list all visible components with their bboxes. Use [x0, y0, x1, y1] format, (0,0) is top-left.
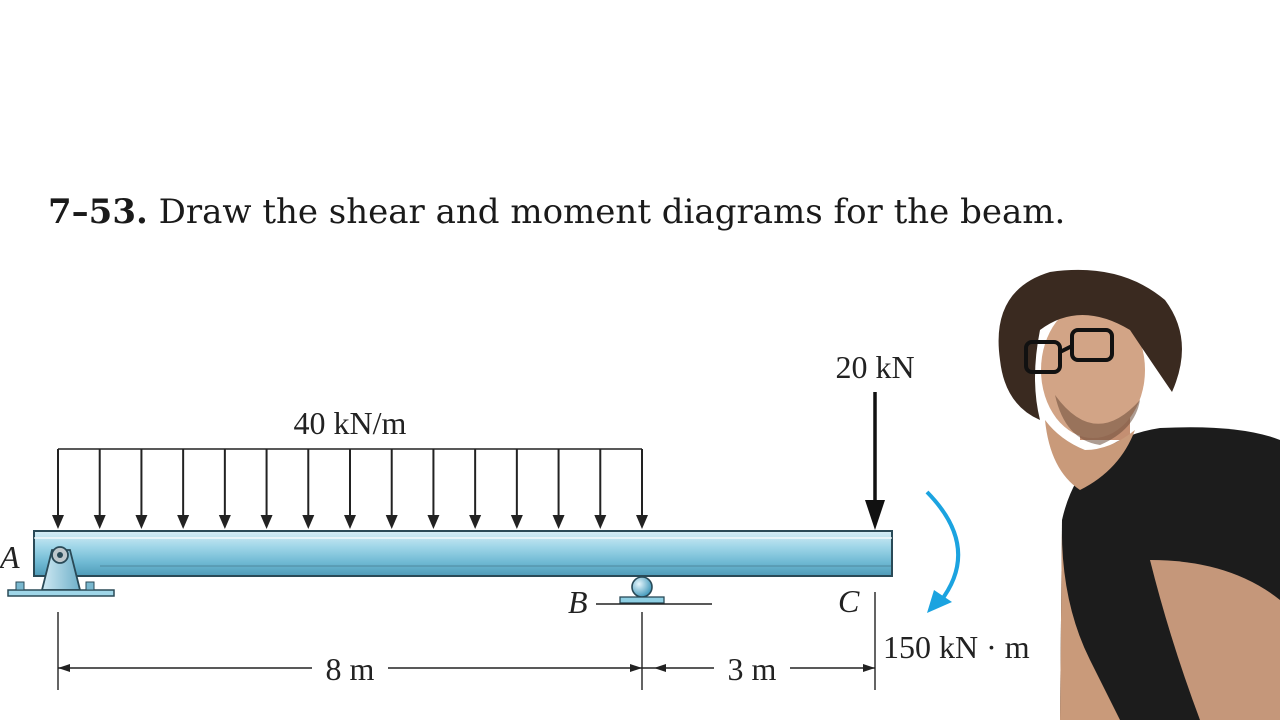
presenter-forearm: [1150, 560, 1280, 720]
point-load-arrowhead: [865, 500, 885, 530]
bolt-icon: [15, 581, 25, 591]
load-arrowhead-icon: [469, 515, 482, 529]
dimension-arrowhead-icon: [630, 664, 642, 672]
load-arrowhead-icon: [135, 515, 148, 529]
load-arrowhead-icon: [218, 515, 231, 529]
dimension-arrowhead-icon: [654, 664, 666, 672]
presenter-hand: [1045, 420, 1135, 490]
beam: [33, 530, 893, 577]
pin-base-plate: [7, 589, 115, 597]
span-ab-label: 8 m: [326, 651, 375, 687]
point-c: C: [838, 583, 860, 619]
presenter-face: [1041, 302, 1145, 438]
distributed-load-label: 40 kN/m: [294, 405, 407, 441]
roller-base-plate: [619, 596, 665, 604]
problem-number: 7–53.: [48, 192, 148, 232]
bolt-icon: [85, 581, 95, 591]
glasses-icon: [1024, 328, 1114, 374]
roller-icon: [631, 576, 653, 598]
load-arrowhead-icon: [52, 515, 64, 529]
dimension-arrowhead-icon: [58, 664, 70, 672]
point-b-label: B: [568, 584, 588, 620]
problem-text: Draw the shear and moment diagrams for t…: [158, 192, 1066, 232]
presenter-beard: [1055, 395, 1140, 445]
point-load-label: 20 kN: [835, 349, 914, 385]
load-arrowhead-icon: [260, 515, 273, 529]
load-arrowhead-icon: [427, 515, 440, 529]
load-arrowhead-icon: [510, 515, 523, 529]
point-a-label: A: [0, 539, 20, 575]
load-arrowhead-icon: [552, 515, 565, 529]
couple-moment: 150 kN · m: [883, 490, 1030, 665]
load-arrowhead-icon: [594, 515, 607, 529]
load-arrowhead-icon: [385, 515, 398, 529]
load-arrowhead-icon: [177, 515, 190, 529]
span-bc-label: 3 m: [728, 651, 777, 687]
presenter-arm: [1060, 520, 1120, 720]
moment-label: 150 kN · m: [883, 629, 1030, 665]
pin-center-icon: [57, 552, 63, 558]
load-arrowhead-icon: [93, 515, 106, 529]
presenter-hair: [998, 269, 1182, 420]
dimension-lines: 8 m 3 m: [57, 592, 876, 690]
pin-support-a: A: [0, 539, 115, 597]
distributed-load: 40 kN/m: [52, 405, 648, 529]
roller-support-b: B: [568, 576, 712, 620]
presenter-image: [998, 269, 1280, 720]
load-arrowhead-icon: [302, 515, 315, 529]
distributed-load-arrows: [52, 449, 648, 529]
moment-arrowhead-icon: [927, 590, 952, 613]
point-c-label: C: [838, 583, 860, 619]
moment-arc-icon: [925, 490, 961, 604]
problem-statement: 7–53. Draw the shear and moment diagrams…: [48, 192, 1065, 232]
dimension-arrowhead-icon: [863, 664, 875, 672]
load-arrowhead-icon: [636, 515, 648, 529]
load-arrowhead-icon: [344, 515, 356, 529]
point-load: 20 kN: [835, 349, 915, 530]
